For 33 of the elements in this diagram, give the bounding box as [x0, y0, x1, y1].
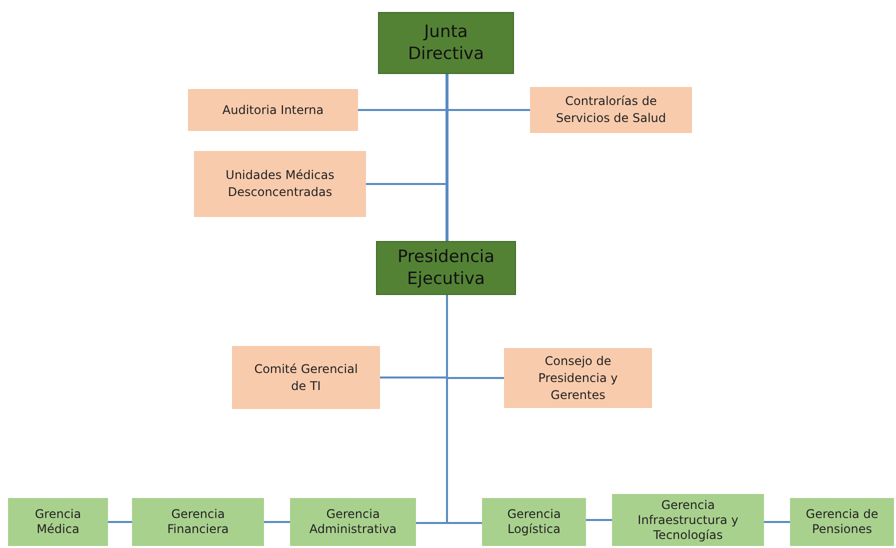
- org-box: [482, 498, 586, 546]
- box-label: Gerencia de Pensiones: [804, 507, 880, 537]
- org-box: [504, 348, 652, 408]
- box-label: Gerencia Administrativa: [308, 507, 398, 537]
- connector-line: [446, 295, 482, 524]
- box-label: Consejo de Presidencia y Gerentes: [537, 352, 619, 404]
- org-box: [194, 151, 366, 217]
- connector-line: [586, 519, 612, 521]
- org-box: [376, 241, 516, 295]
- org-box: [612, 494, 764, 546]
- box-label: Contralorías de Servicios de Salud: [554, 93, 668, 127]
- box-label: Auditoria Interna: [222, 102, 324, 118]
- box-label: Junta Directiva: [406, 21, 486, 65]
- box-label: Unidades Médicas Desconcentradas: [224, 167, 336, 201]
- connector-line: [366, 74, 448, 185]
- box-label: Grencia Médica: [34, 507, 82, 537]
- box-label: Comité Gerencial de TI: [253, 360, 359, 394]
- org-box: [132, 498, 264, 546]
- box-label: Gerencia Financiera: [166, 507, 230, 537]
- org-box: [188, 89, 358, 131]
- org-box: [378, 12, 514, 74]
- connector-line: [108, 521, 132, 523]
- connector-line: [764, 521, 790, 523]
- connector-line: [446, 74, 448, 241]
- org-box: [290, 498, 416, 546]
- connector-line: [264, 521, 290, 523]
- box-label: Presidencia Ejecutiva: [396, 246, 496, 290]
- org-box: [8, 498, 108, 546]
- org-box: [790, 498, 894, 546]
- box-label: Gerencia Infraestructura y Tecnologías: [636, 498, 740, 542]
- box-label: Gerencia Logística: [506, 507, 562, 537]
- org-box: [232, 346, 380, 409]
- org-box: [530, 87, 692, 133]
